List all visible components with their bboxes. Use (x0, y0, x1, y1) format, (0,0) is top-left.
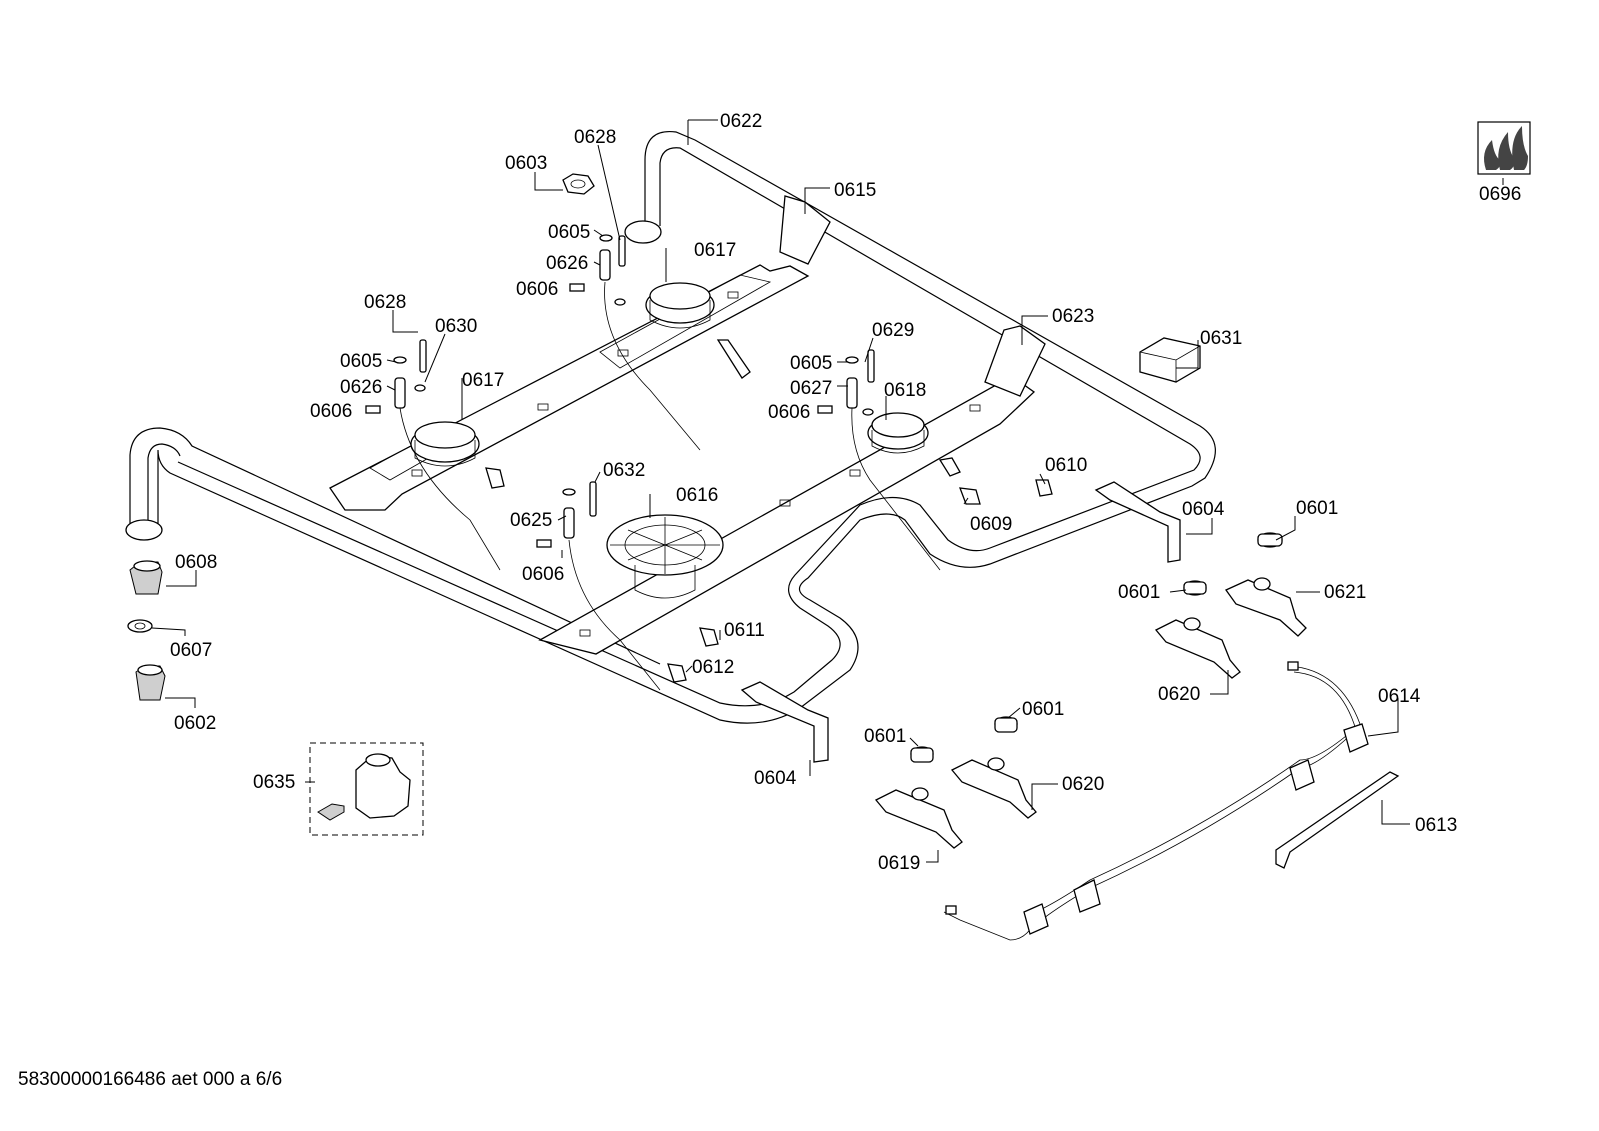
gas-taps (874, 532, 1307, 849)
gas-flame-icon (1477, 121, 1531, 175)
label-0601: 0601 (864, 726, 906, 747)
label-0602: 0602 (174, 713, 216, 734)
label-0613: 0613 (1415, 815, 1457, 836)
label-0617: 0617 (694, 240, 736, 261)
label-0626: 0626 (340, 377, 382, 398)
label-0601: 0601 (1296, 498, 1338, 519)
leader-lines (151, 119, 1504, 863)
label-0696: 0696 (1479, 184, 1521, 205)
label-0608: 0608 (175, 552, 217, 573)
label-0606: 0606 (516, 279, 558, 300)
document-code: 58300000166486 aet 000 a 6/6 (18, 1069, 282, 1090)
burner-0618 (867, 412, 929, 454)
label-0628: 0628 (574, 127, 616, 148)
label-0604: 0604 (754, 768, 797, 789)
label-0606: 0606 (768, 402, 810, 423)
label-0622: 0622 (720, 111, 762, 132)
label-0606: 0606 (522, 564, 564, 585)
label-0630: 0630 (435, 316, 477, 337)
label-0604: 0604 (1182, 499, 1225, 520)
label-0605: 0605 (790, 353, 832, 374)
safety-valve-0635 (309, 742, 424, 836)
label-0609: 0609 (970, 514, 1012, 535)
brackets-0604 (740, 481, 1181, 763)
trim-strip-0613 (1275, 771, 1400, 869)
label-0607: 0607 (170, 640, 212, 661)
connector-fittings (127, 560, 166, 701)
label-0612: 0612 (692, 657, 734, 678)
burner-0617-rear (645, 282, 715, 329)
label-0625: 0625 (510, 510, 552, 531)
part-labels: 0622 0628 0603 0615 0605 0617 0626 0606 … (170, 111, 1521, 874)
label-0605: 0605 (548, 222, 590, 243)
label-0629: 0629 (872, 320, 914, 341)
label-0611: 0611 (724, 620, 765, 641)
label-0620: 0620 (1158, 684, 1200, 705)
label-0610: 0610 (1045, 455, 1087, 476)
label-0603: 0603 (505, 153, 547, 174)
burner-0617-left (410, 421, 480, 467)
label-0605: 0605 (340, 351, 382, 372)
label-0615: 0615 (834, 180, 876, 201)
label-0626: 0626 (546, 253, 588, 274)
label-0601: 0601 (1118, 582, 1160, 603)
gas-manifold-pipe (125, 130, 1216, 724)
label-0621: 0621 (1324, 582, 1366, 603)
burner-0616-wok (606, 514, 724, 599)
small-parts (365, 173, 1053, 691)
label-0616: 0616 (676, 485, 718, 506)
label-0632: 0632 (603, 460, 645, 481)
label-0601: 0601 (1022, 699, 1064, 720)
ignition-harness-0614 (943, 661, 1369, 941)
label-0606: 0606 (310, 401, 352, 422)
label-0617: 0617 (462, 370, 504, 391)
ignition-module-0631 (1139, 337, 1201, 383)
label-0620: 0620 (1062, 774, 1104, 795)
label-0623: 0623 (1052, 306, 1094, 327)
label-0627: 0627 (790, 378, 832, 399)
label-0619: 0619 (878, 853, 920, 874)
label-0614: 0614 (1378, 686, 1421, 707)
label-0628: 0628 (364, 292, 406, 313)
label-0631: 0631 (1200, 328, 1242, 349)
label-0635: 0635 (253, 772, 295, 793)
label-0618: 0618 (884, 380, 926, 401)
